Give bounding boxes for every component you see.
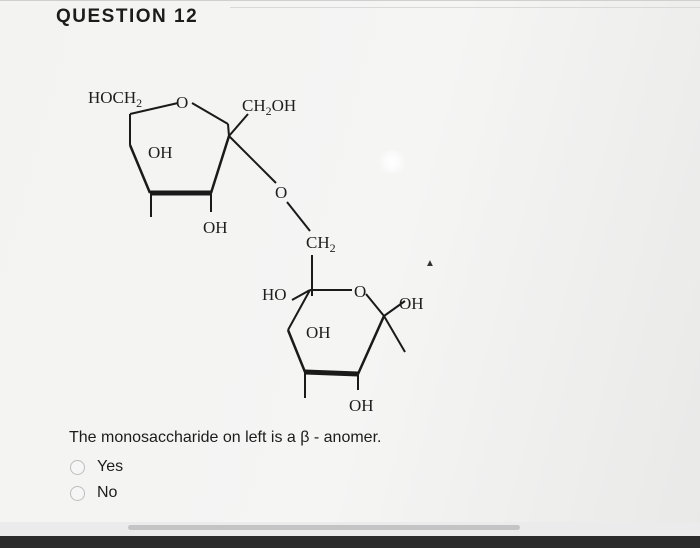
ring-oxygen-bottom: O (354, 282, 366, 301)
oh-center: OH (306, 323, 331, 342)
glycosidic-oxygen: O (275, 183, 287, 202)
oh-left-top: OH (148, 143, 173, 162)
ch2-label: CH2 (306, 233, 336, 255)
oh-right: OH (399, 294, 424, 313)
furanose-ring (128, 102, 277, 217)
hoch2-label: HOCH2 (88, 88, 142, 110)
option-no-label: No (97, 484, 118, 501)
ho-label: HO (262, 285, 287, 304)
ring-oxygen-top: O (176, 93, 188, 112)
top-border (0, 0, 700, 1)
top-divider (230, 7, 700, 8)
oh-bottom-top: OH (203, 218, 228, 237)
screen-bezel (0, 536, 700, 548)
disaccharide-structure: HOCH2 O CH2OH OH OH O CH2 HO O OH OH OH (88, 88, 424, 415)
option-yes-label: Yes (97, 458, 124, 475)
scrollbar-thumb[interactable] (128, 525, 520, 530)
pyranose-ring (286, 255, 406, 398)
radio-no[interactable] (70, 485, 85, 501)
radio-yes[interactable] (70, 459, 85, 475)
screen-glare (378, 150, 406, 174)
option-no[interactable]: No (70, 484, 117, 502)
cursor-icon: ▲ (425, 258, 435, 269)
ch2oh-label: CH2OH (242, 96, 296, 118)
oh-bottom: OH (349, 396, 374, 415)
option-yes[interactable]: Yes (70, 458, 123, 476)
question-statement: The monosaccharide on left is a β - anom… (69, 429, 382, 446)
question-title: QUESTION 12 (56, 6, 199, 27)
